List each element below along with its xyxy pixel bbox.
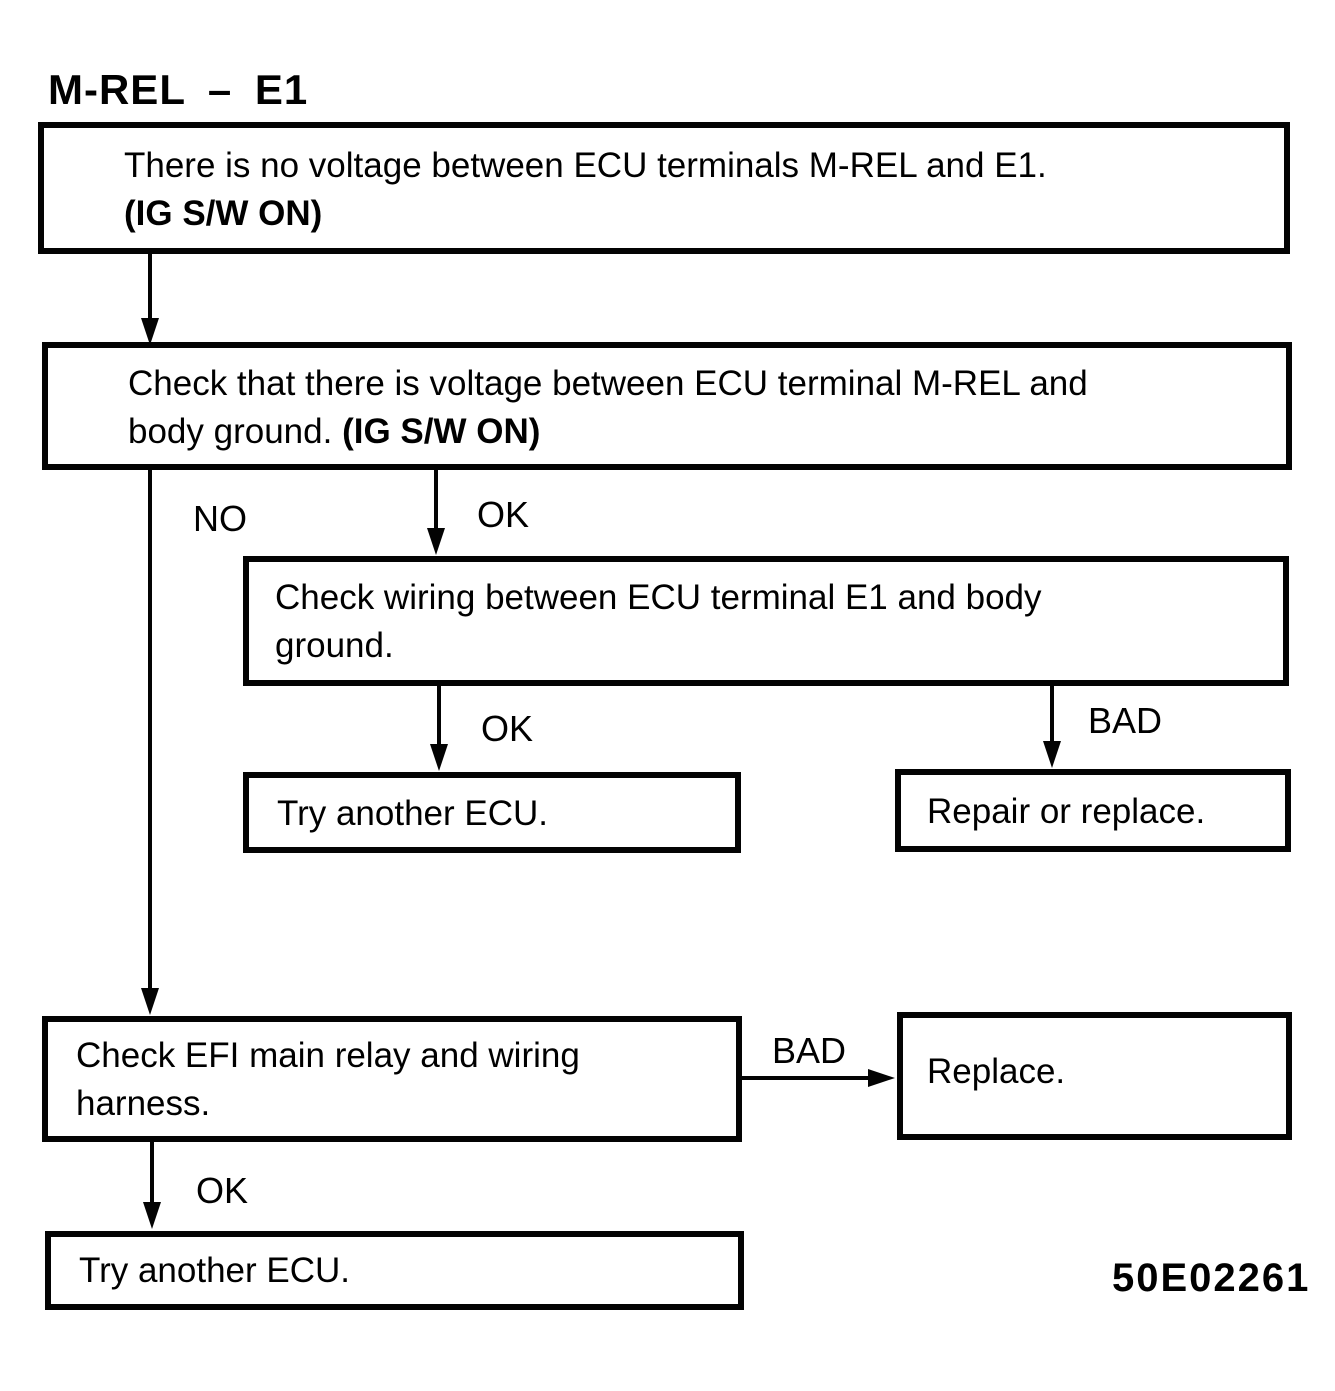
edge-ok1-line [434, 470, 438, 528]
edge-label-ok1: OK [477, 494, 530, 535]
box-try-another-ecu-1: Try another ECU. [243, 772, 741, 853]
edge-ok2-line [437, 686, 441, 744]
edge-ok3-arrowhead-icon [143, 1202, 161, 1229]
edge-label-bad2: BAD [772, 1030, 847, 1071]
edge-no-line [148, 470, 152, 988]
edge-ok2-arrowhead-icon [430, 744, 448, 771]
edge-bad1-arrowhead-icon [1043, 741, 1061, 768]
check-voltage-line-2-text: body ground. [128, 412, 333, 451]
box-check-wiring-e1: Check wiring between ECU terminal E1 and… [243, 556, 1289, 686]
edge-ok1-arrowhead-icon [427, 528, 445, 555]
try-another-ecu-1-text: Try another ECU. [277, 794, 549, 833]
page-title: M-REL – E1 [48, 66, 309, 113]
box-replace: Replace. [897, 1012, 1292, 1140]
edge-label-no: NO [193, 498, 247, 539]
edge-label-bad1: BAD [1088, 700, 1163, 741]
try-another-ecu-2-text: Try another ECU. [79, 1251, 351, 1290]
box-no-voltage: There is no voltage between ECU terminal… [38, 122, 1290, 254]
box-try-another-ecu-2: Try another ECU. [45, 1231, 744, 1310]
check-wiring-line-2: ground. [275, 626, 394, 665]
box-check-efi-main-relay: Check EFI main relay and wiring harness. [42, 1016, 742, 1142]
check-efi-relay-line-2: harness. [76, 1084, 211, 1123]
edge-label-ok3: OK [196, 1170, 249, 1211]
box-check-voltage-m-rel: Check that there is voltage between ECU … [42, 342, 1292, 470]
edge-bad2-arrowhead-icon [868, 1069, 895, 1087]
check-voltage-line-2-bold: (IG S/W ON) [342, 412, 541, 451]
edge-no-arrowhead-icon [141, 988, 159, 1015]
check-efi-relay-line-1: Check EFI main relay and wiring [76, 1036, 580, 1075]
edge-ok3-line [150, 1142, 154, 1202]
no-voltage-line-2: (IG S/W ON) [124, 194, 323, 233]
no-voltage-line-1: There is no voltage between ECU terminal… [124, 146, 1047, 185]
edge-label-ok2: OK [481, 708, 534, 749]
edge-start-line [148, 254, 152, 318]
edge-bad1-line [1050, 686, 1054, 741]
check-voltage-line-1: Check that there is voltage between ECU … [128, 364, 1088, 403]
box-repair-or-replace: Repair or replace. [895, 769, 1291, 852]
repair-or-replace-text: Repair or replace. [927, 792, 1206, 831]
figure-code: 50E02261 [1112, 1256, 1311, 1300]
edge-bad2-line [742, 1076, 868, 1080]
check-voltage-line-2: body ground. (IG S/W ON) [128, 408, 1286, 456]
replace-text: Replace. [927, 1052, 1066, 1091]
edge-start-arrowhead-icon [141, 318, 159, 345]
check-wiring-line-1: Check wiring between ECU terminal E1 and… [275, 578, 1042, 617]
